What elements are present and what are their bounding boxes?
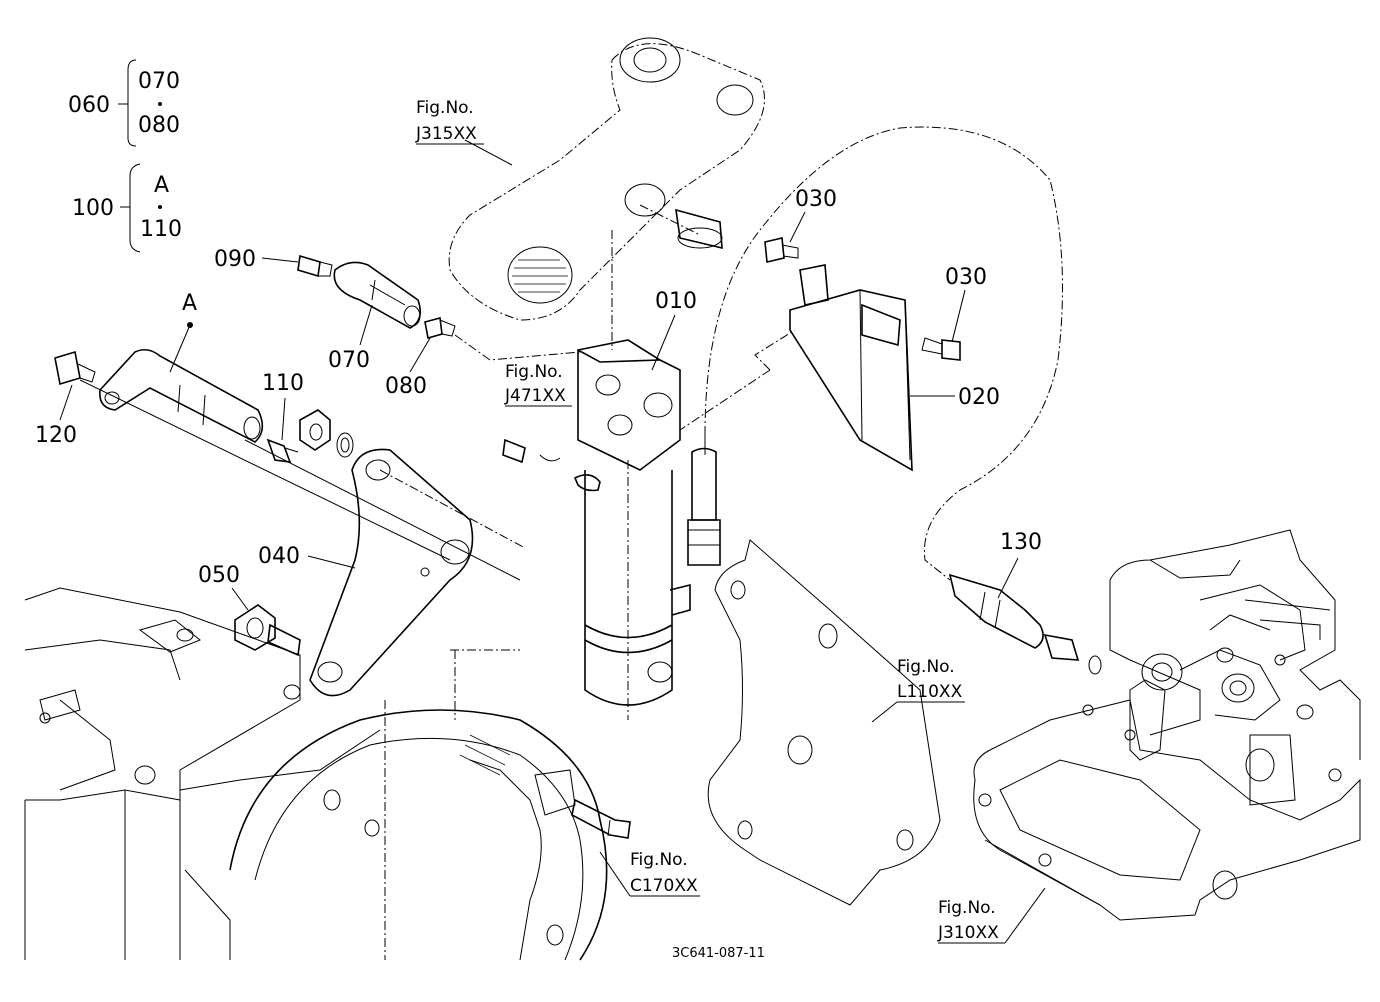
pin-070 <box>333 261 421 329</box>
fig-ref-l110xx: Fig.No. L110XX <box>871 657 965 723</box>
group-child-label: A <box>154 173 169 198</box>
grease-110 <box>266 438 299 463</box>
part-label-130: 130 <box>1000 530 1042 555</box>
group-child-label: 110 <box>140 217 182 242</box>
fig-ref-code: J315XX <box>415 124 477 144</box>
group-child-label: 070 <box>138 69 180 94</box>
fig-ref-code: L110XX <box>897 682 963 702</box>
fig-ref-code: J310XX <box>937 923 999 943</box>
clip-pin <box>502 438 601 492</box>
group-child-label: 080 <box>138 113 180 138</box>
part-label-020: 020 <box>958 385 1000 410</box>
hose-fitting <box>687 435 721 566</box>
part-label-050: 050 <box>198 563 240 588</box>
pin-a <box>98 348 264 443</box>
fig-ref-c170xx: Fig.No. C170XX <box>599 850 700 897</box>
part-label-a: A <box>182 291 197 316</box>
fig-ref-label: Fig.No. <box>416 98 474 118</box>
fig-ref-label: Fig.No. <box>630 850 688 870</box>
housing <box>24 587 631 961</box>
bolt-030-b <box>921 337 961 361</box>
part-label-030b: 030 <box>945 265 987 290</box>
bracket-040 <box>309 448 474 697</box>
fig-ref-j471xx: Fig.No. J471XX <box>504 362 572 407</box>
lift-cylinder-010 <box>577 339 691 720</box>
group-legend-060: 060 070 080 <box>68 59 180 147</box>
nut-washer <box>299 409 354 458</box>
part-label-070: 070 <box>328 348 370 373</box>
part-label-090: 090 <box>214 247 256 272</box>
group-parent-label: 060 <box>68 93 110 118</box>
lift-arm-drawing <box>448 37 765 350</box>
part-label-040: 040 <box>258 544 300 569</box>
grease-080 <box>424 316 456 340</box>
fig-ref-j310xx: Fig.No. J310XX <box>937 887 1046 944</box>
part-label-110: 110 <box>262 371 304 396</box>
part-label-120: 120 <box>35 423 77 448</box>
diagram-code: 3C641-087-11 <box>672 946 765 961</box>
part-label-080: 080 <box>385 374 427 399</box>
part-label-030a: 030 <box>795 187 837 212</box>
fig-ref-label: Fig.No. <box>938 898 996 918</box>
bracket-020 <box>789 264 913 472</box>
group-legend-100: 100 A 110 <box>72 163 182 253</box>
fig-ref-j315xx: Fig.No. J315XX <box>415 98 484 145</box>
fig-ref-label: Fig.No. <box>897 657 955 677</box>
bolt-120 <box>54 350 96 386</box>
plate-l110xx <box>707 539 941 906</box>
fig-ref-code: C170XX <box>630 876 698 896</box>
group-parent-label: 100 <box>72 196 114 221</box>
bolt-050 <box>234 604 301 657</box>
grease-090 <box>297 254 333 278</box>
valve-block <box>973 529 1361 921</box>
hydraulic-fitting-130 <box>948 573 1102 675</box>
part-label-010: 010 <box>655 289 697 314</box>
fig-ref-code: J471XX <box>504 386 566 406</box>
fig-ref-label: Fig.No. <box>505 362 563 382</box>
bolt-030-a <box>764 237 799 263</box>
